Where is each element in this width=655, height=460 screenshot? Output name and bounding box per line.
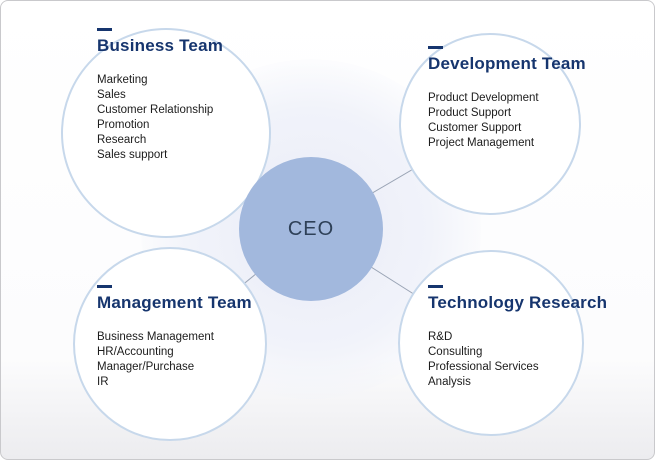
team-accent-bar bbox=[97, 285, 112, 288]
team-item: Sales support bbox=[97, 149, 168, 161]
team-list-technology: R&D Consulting Professional Services Ana… bbox=[428, 330, 618, 390]
team-title-business: Business Team bbox=[97, 36, 224, 55]
team-item: Manager/Purchase bbox=[97, 361, 195, 373]
team-block-technology: Technology Research R&D Consulting Profe… bbox=[428, 285, 618, 390]
team-title-technology: Technology Research bbox=[428, 293, 608, 312]
team-item: HR/Accounting bbox=[97, 346, 174, 358]
team-list-business: Marketing Sales Customer Relationship Pr… bbox=[97, 73, 287, 163]
team-circle-business bbox=[61, 28, 271, 238]
team-item: Professional Services bbox=[428, 361, 539, 373]
team-accent-bar bbox=[97, 28, 112, 31]
team-item: Customer Relationship bbox=[97, 104, 214, 116]
team-item: Project Management bbox=[428, 137, 535, 149]
team-block-business: Business Team Marketing Sales Customer R… bbox=[97, 28, 287, 163]
team-block-management: Management Team Business Management HR/A… bbox=[97, 285, 287, 390]
team-item: Product Support bbox=[428, 107, 512, 119]
team-list-development: Product Development Product Support Cust… bbox=[428, 91, 618, 151]
team-list-management: Business Management HR/Accounting Manage… bbox=[97, 330, 287, 390]
team-item: IR bbox=[97, 376, 109, 388]
team-item: Business Management bbox=[97, 331, 214, 343]
team-accent-bar bbox=[428, 46, 443, 49]
team-item: Marketing bbox=[97, 74, 148, 86]
team-item: Customer Support bbox=[428, 122, 522, 134]
team-title-management: Management Team bbox=[97, 293, 252, 312]
team-item: Sales bbox=[97, 89, 126, 101]
team-circle-development bbox=[399, 33, 581, 215]
ceo-label: CEO bbox=[287, 217, 335, 240]
team-circle-management bbox=[73, 247, 267, 441]
team-item: Product Development bbox=[428, 92, 539, 104]
team-block-development: Development Team Product Development Pro… bbox=[428, 46, 618, 151]
team-item: Promotion bbox=[97, 119, 150, 131]
team-title-development: Development Team bbox=[428, 54, 586, 73]
team-accent-bar bbox=[428, 285, 443, 288]
team-item: Consulting bbox=[428, 346, 483, 358]
team-item: Research bbox=[97, 134, 147, 146]
team-item: Analysis bbox=[428, 376, 471, 388]
team-circle-technology bbox=[398, 250, 584, 436]
team-item: R&D bbox=[428, 331, 453, 343]
ceo-node: CEO bbox=[239, 157, 383, 301]
